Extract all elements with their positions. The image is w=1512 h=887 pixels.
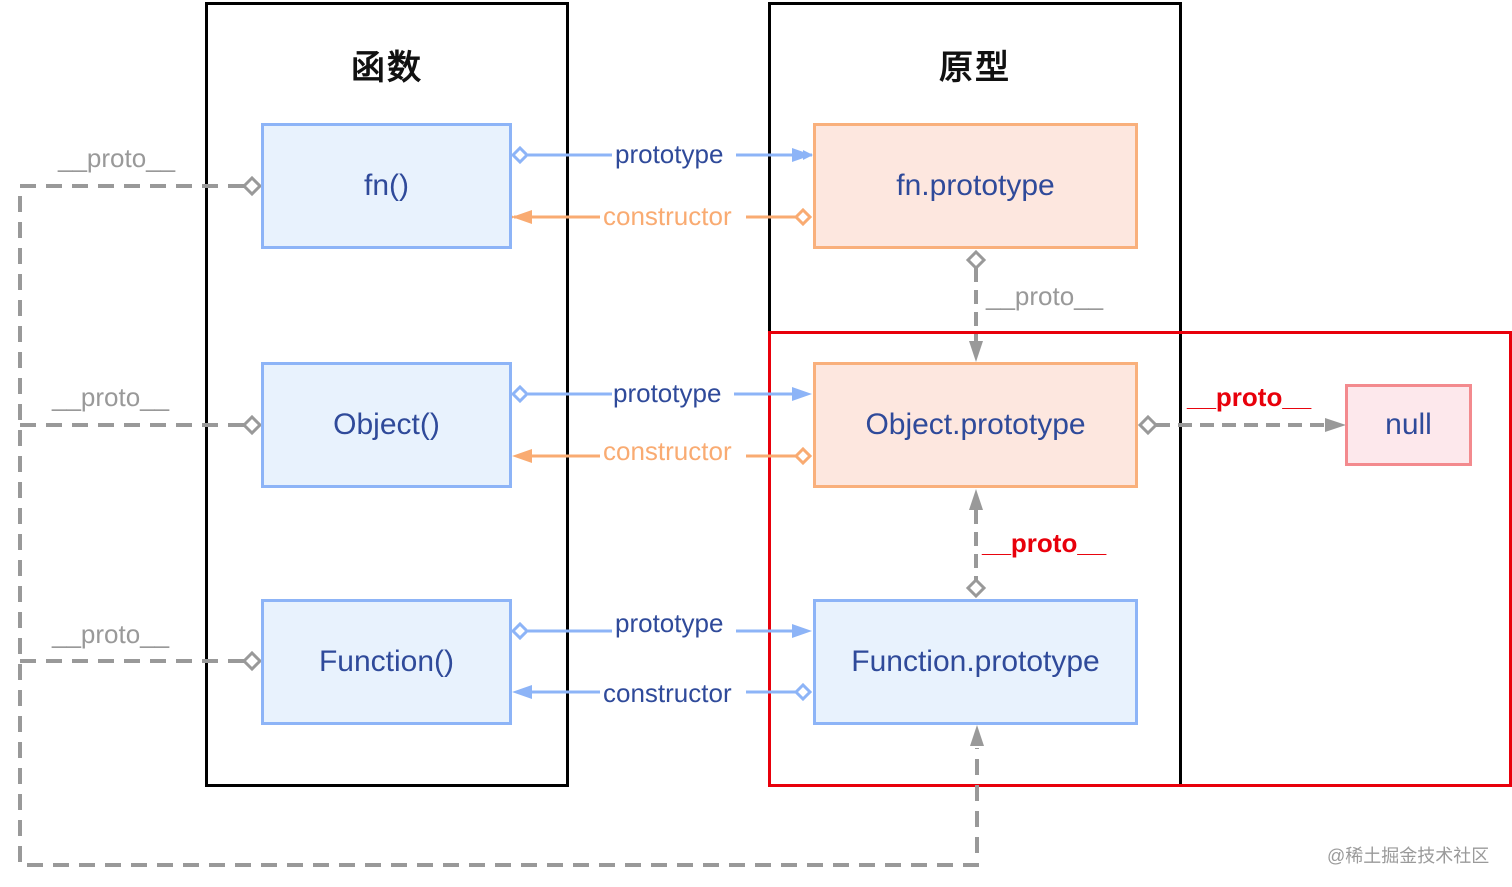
function-prototype-label: prototype [615, 608, 724, 638]
function-proto-label: __proto__ [52, 619, 170, 649]
object-prototype-link [510, 384, 812, 404]
highlight-frame [768, 331, 1512, 787]
diamond-icon [241, 175, 263, 197]
object-proto-label: __proto__ [52, 382, 170, 412]
arrow-up-icon [969, 489, 983, 510]
function-prototype-node: Function.prototype [813, 599, 1138, 725]
function-prototype-link [510, 621, 812, 641]
diamond-icon [510, 621, 530, 641]
function-node: Function() [261, 599, 512, 725]
function-constructor-label: constructor [603, 678, 732, 708]
fn-constructor-link [505, 207, 813, 227]
object-constructor-label: constructor [603, 436, 732, 466]
arrow-left-icon [512, 685, 532, 699]
objectprototype-proto-label: __proto__ [1187, 382, 1312, 412]
arrow-right-icon [792, 387, 812, 401]
object-prototype-label: prototype [613, 378, 722, 408]
diamond-icon [965, 577, 987, 599]
fnprototype-proto-label: __proto__ [986, 281, 1104, 311]
diamond-icon [793, 446, 813, 466]
objectprototype-proto-link [1137, 414, 1346, 436]
fn-node: fn() [261, 123, 512, 249]
diamond-icon [793, 682, 813, 702]
arrow-up-icon [970, 725, 984, 746]
object-prototype-node: Object.prototype [813, 362, 1138, 488]
functionprototype-proto-label: __proto__ [982, 528, 1107, 558]
arrow-left-icon [512, 210, 532, 224]
fn-prototype-node: fn.prototype [813, 123, 1138, 249]
diamond-icon [241, 414, 263, 436]
diamond-icon [1137, 414, 1159, 436]
prototypes-group-title: 原型 [939, 48, 1011, 88]
functionprototype-proto-link [965, 489, 987, 599]
diamond-icon [510, 384, 530, 404]
object-node: Object() [261, 362, 512, 488]
fn-proto-label: __proto__ [58, 143, 176, 173]
fn-constructor-label: constructor [603, 201, 732, 231]
object-constructor-link [512, 446, 813, 466]
functions-group-title: 函数 [351, 48, 423, 88]
watermark: @稀土掘金技术社区 [1327, 846, 1490, 866]
arrow-right-icon [1325, 418, 1346, 432]
fn-prototype-label: prototype [615, 139, 724, 169]
diamond-icon [510, 145, 530, 165]
functions-proto-link [18, 184, 979, 867]
function-constructor-link [512, 682, 813, 702]
arrow-right-icon [792, 148, 812, 162]
arrow-down-icon [969, 341, 983, 362]
arrow-left-icon [512, 449, 532, 463]
diamond-icon [793, 207, 813, 227]
fnprototype-proto-link [965, 249, 987, 362]
arrow-right-icon [792, 624, 812, 638]
null-node: null [1345, 384, 1472, 466]
diamond-icon [241, 650, 263, 672]
diamond-icon [965, 249, 987, 271]
